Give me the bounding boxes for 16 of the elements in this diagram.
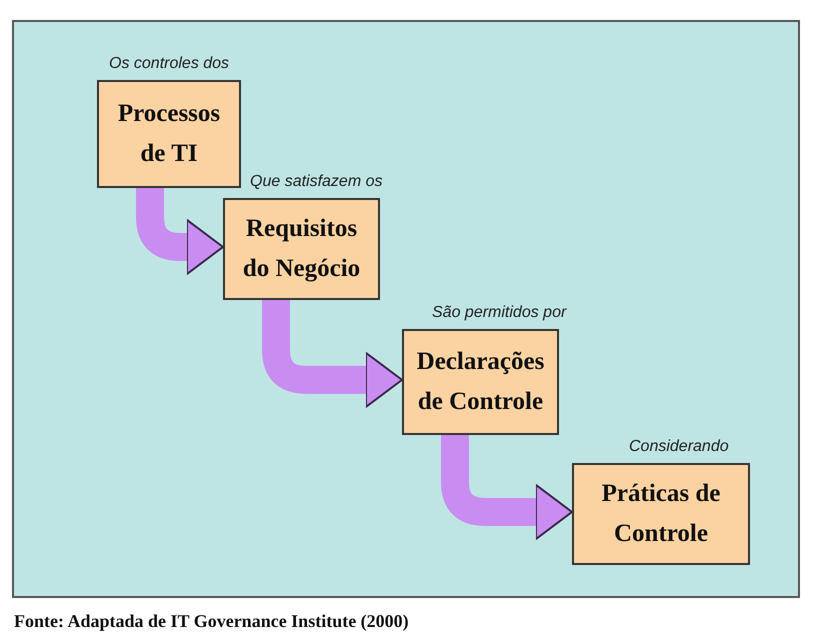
process-box [572,463,750,565]
process-box [97,80,241,188]
step-caption: Considerando [629,437,729,457]
step-caption: São permitidos por [432,303,566,323]
box-title: Práticas de Controle [600,479,722,549]
step-caption: Os controles dos [109,54,230,74]
curved-arrow [441,435,573,540]
box-title: Requisitos do Negócio [242,214,362,284]
process-box [223,198,380,300]
process-box [402,329,559,435]
step-caption: Que satisfazem os [250,172,382,192]
source-caption: Fonte: Adaptada de IT Governance Institute (2000) [14,610,409,633]
curved-arrow [262,300,403,408]
box-title: Declarações de Controle [416,347,546,417]
box-title: Processos de TI [116,99,222,169]
curved-arrow [136,188,224,275]
